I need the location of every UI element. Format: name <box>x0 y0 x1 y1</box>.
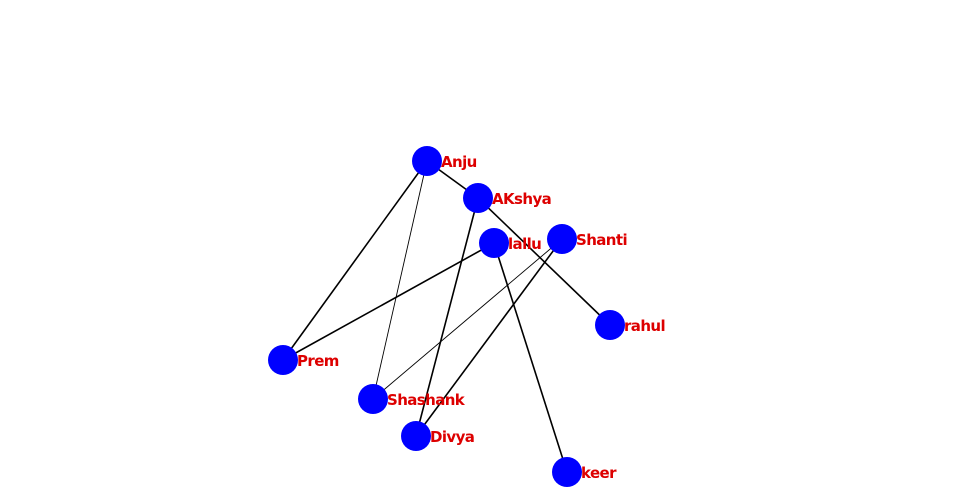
node-label-anju: Anju <box>441 153 477 171</box>
edge-anju-shashank <box>372 160 428 400</box>
node-prem[interactable] <box>268 345 298 375</box>
edge-shanti-divya <box>415 238 563 437</box>
edge-anju-prem <box>282 160 428 361</box>
edge-lallu-keer <box>493 242 568 473</box>
node-divya[interactable] <box>401 421 431 451</box>
node-label-prem: Prem <box>297 352 339 370</box>
edge-akshya-divya <box>415 197 479 437</box>
node-label-keer: keer <box>581 464 617 482</box>
node-label-divya: Divya <box>430 428 474 446</box>
edges-layer <box>282 160 611 473</box>
node-label-lallu: lallu <box>508 235 541 253</box>
edge-akshya-rahul <box>477 197 611 326</box>
node-keer[interactable] <box>552 457 582 487</box>
nodes-layer <box>268 146 625 487</box>
node-label-shanti: Shanti <box>576 231 627 249</box>
node-label-akshya: AKshya <box>492 190 551 208</box>
edge-shanti-shashank <box>372 238 563 400</box>
node-shashank[interactable] <box>358 384 388 414</box>
node-label-rahul: rahul <box>624 317 665 335</box>
edge-lallu-prem <box>282 242 495 361</box>
node-anju[interactable] <box>412 146 442 176</box>
node-rahul[interactable] <box>595 310 625 340</box>
node-shanti[interactable] <box>547 224 577 254</box>
node-akshya[interactable] <box>463 183 493 213</box>
node-label-shashank: Shashank <box>387 391 466 409</box>
node-lallu[interactable] <box>479 228 509 258</box>
